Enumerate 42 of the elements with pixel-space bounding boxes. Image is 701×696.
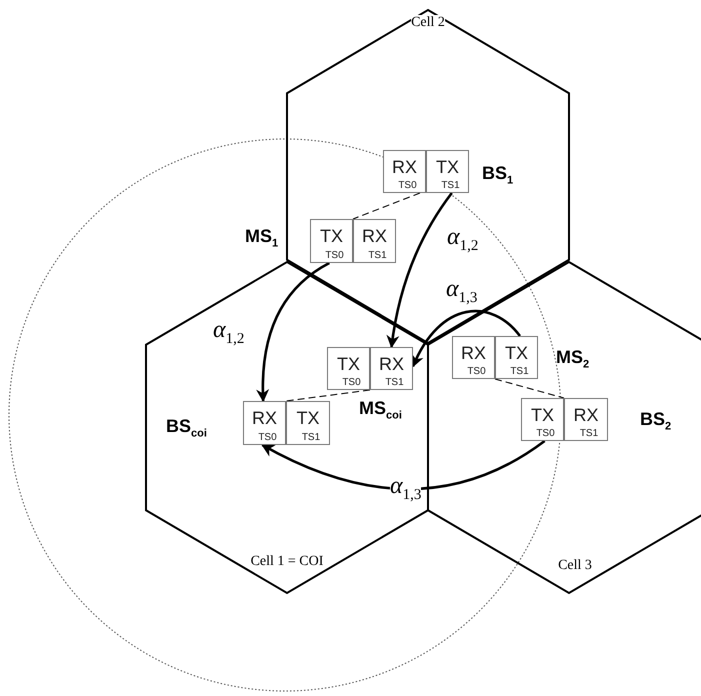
slot-index: TS1 — [440, 181, 461, 191]
slot-direction: TX — [434, 158, 460, 176]
device-label: MS$_{1}$ — [245, 226, 278, 250]
slot-index: TS0 — [466, 367, 487, 377]
slot-index: TS1 — [367, 251, 388, 261]
slot-index: TS1 — [300, 433, 322, 443]
slot-index: TS0 — [257, 433, 278, 443]
time-slot — [286, 401, 330, 445]
slot-index: TS0 — [324, 251, 345, 261]
slot-index: TS0 — [535, 429, 556, 439]
slot-direction: TX — [336, 355, 361, 373]
connector-line — [286, 390, 370, 402]
time-slot — [452, 336, 495, 379]
arrow — [261, 440, 546, 490]
slot-direction: RX — [378, 355, 405, 373]
slot-direction: TX — [318, 227, 344, 245]
device-label: BS$_{2}$ — [640, 409, 672, 433]
slot-direction: TX — [295, 409, 320, 427]
connector-line — [352, 192, 420, 220]
time-slot — [327, 347, 370, 390]
device-label: MS$_{coi}$ — [359, 398, 402, 422]
slot-index: TS1 — [578, 429, 600, 439]
slot-index: TS1 — [384, 378, 405, 388]
time-slot — [521, 398, 564, 441]
slot-direction: RX — [460, 344, 487, 362]
device-label: MS$_{2}$ — [556, 347, 590, 371]
arrow — [256, 262, 330, 402]
slot-direction: TX — [530, 406, 555, 424]
slot-index: TS0 — [341, 378, 362, 388]
slot-direction: RX — [250, 409, 278, 427]
slot-direction: RX — [390, 158, 418, 176]
slot-direction: TX — [504, 344, 529, 362]
arrow — [386, 192, 453, 348]
device-label: BS$_{1}$ — [482, 163, 514, 187]
slot-index: TS1 — [509, 367, 530, 377]
device-label: BS$_{coi}$ — [166, 416, 207, 440]
slot-direction: RX — [360, 227, 388, 245]
slot-direction: RX — [572, 406, 600, 424]
arrow — [412, 310, 521, 368]
time-slot — [383, 150, 426, 193]
time-slot — [353, 219, 396, 263]
slot-index: TS0 — [397, 181, 418, 191]
